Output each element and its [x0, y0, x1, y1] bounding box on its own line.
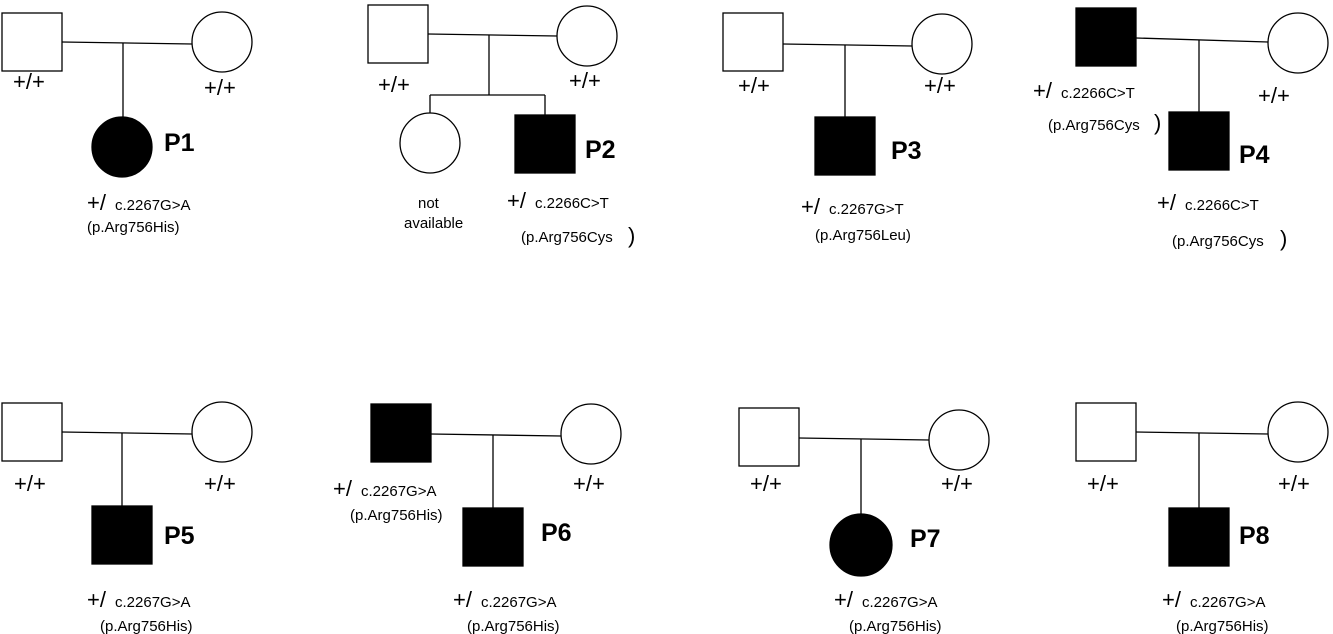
p7-id-label: P7	[910, 525, 941, 553]
p5-variant: c.2267G>A	[115, 594, 190, 611]
p2-father-square	[367, 4, 429, 64]
p7-mother-circle	[928, 409, 990, 471]
p3-mating-line	[782, 43, 913, 47]
p1-variant: c.2267G>A	[115, 197, 190, 214]
p2-protein-paren: )	[628, 223, 635, 248]
pedigree-p1: +/+ +/+ P1 +/ c.2267G>A (p.Arg756His)	[1, 11, 253, 236]
pedigree-p5: +/+ +/+ P5 +/ c.2267G>A (p.Arg756His)	[1, 401, 253, 634]
p6-id-label: P6	[541, 519, 572, 547]
p7-father-genotype: +/+	[750, 471, 782, 496]
p5-mother-circle	[191, 401, 253, 463]
p4-mating-line	[1135, 37, 1269, 43]
p3-proband-square	[814, 116, 876, 176]
pedigree-p3: +/+ +/+ P3 +/ c.2267G>T (p.Arg756Leu)	[722, 12, 973, 244]
p1-father-square	[1, 12, 63, 72]
p3-variant: c.2267G>T	[829, 201, 904, 218]
p2-proband-square	[514, 114, 576, 174]
p1-genotype-prefix: +/	[87, 190, 107, 215]
p3-mother-genotype: +/+	[924, 73, 956, 98]
p4-father-genotype-prefix: +/	[1033, 78, 1053, 103]
p6-mating-line	[430, 433, 562, 437]
p2-protein: (p.Arg756Cys	[521, 229, 613, 246]
p1-mating-line	[61, 41, 193, 45]
p4-father-variant: c.2266C>T	[1061, 85, 1135, 102]
p4-father-square	[1075, 7, 1137, 67]
p2-sibling-note-1: not	[418, 195, 440, 212]
p8-proband-square	[1168, 507, 1230, 567]
p3-protein: (p.Arg756Leu)	[815, 227, 911, 244]
p5-protein: (p.Arg756His)	[100, 618, 193, 634]
p3-mother-circle	[911, 13, 973, 75]
p2-variant: c.2266C>T	[535, 195, 609, 212]
p5-genotype-prefix: +/	[87, 587, 107, 612]
p1-mother-circle	[191, 11, 253, 73]
p1-id-label: P1	[164, 129, 195, 157]
p1-mother-genotype: +/+	[204, 75, 236, 100]
p4-mother-circle	[1267, 12, 1329, 74]
p4-genotype-prefix: +/	[1157, 190, 1177, 215]
p7-mating-line	[798, 437, 930, 441]
p1-protein: (p.Arg756His)	[87, 219, 180, 236]
pedigree-p4: +/ c.2266C>T (p.Arg756Cys ) +/+ P4 +/ c.…	[1033, 7, 1329, 251]
p8-protein: (p.Arg756His)	[1176, 618, 1269, 634]
p2-sibling-note-2: available	[404, 215, 463, 232]
p5-father-genotype: +/+	[14, 471, 46, 496]
p7-genotype-prefix: +/	[834, 587, 854, 612]
p6-father-variant: c.2267G>A	[361, 483, 436, 500]
p8-genotype-prefix: +/	[1162, 587, 1182, 612]
pedigree-p6: +/ c.2267G>A (p.Arg756His) +/+ P6 +/ c.2…	[333, 403, 622, 634]
p7-mother-genotype: +/+	[941, 471, 973, 496]
p5-mother-genotype: +/+	[204, 471, 236, 496]
p8-father-square	[1075, 402, 1137, 462]
p4-father-protein-paren: )	[1154, 110, 1161, 135]
p5-id-label: P5	[164, 522, 195, 550]
p3-father-square	[722, 12, 784, 72]
p4-proband-square	[1168, 111, 1230, 171]
p6-father-square	[370, 403, 432, 463]
p5-mating-line	[61, 431, 193, 435]
p2-father-genotype: +/+	[378, 72, 410, 97]
p3-genotype-prefix: +/	[801, 194, 821, 219]
p4-mother-genotype: +/+	[1258, 83, 1290, 108]
p6-genotype-prefix: +/	[453, 587, 473, 612]
p7-protein: (p.Arg756His)	[849, 618, 942, 634]
p7-proband-circle	[829, 513, 893, 577]
pedigree-p7: +/+ +/+ P7 +/ c.2267G>A (p.Arg756His)	[738, 407, 990, 634]
p8-variant: c.2267G>A	[1190, 594, 1265, 611]
p1-father-genotype: +/+	[13, 69, 45, 94]
p8-mother-circle	[1267, 401, 1329, 463]
p4-protein: (p.Arg756Cys	[1172, 233, 1264, 250]
p4-father-protein: (p.Arg756Cys	[1048, 117, 1140, 134]
p2-genotype-prefix: +/	[507, 188, 527, 213]
p6-protein: (p.Arg756His)	[467, 618, 560, 634]
p8-mating-line	[1135, 431, 1269, 435]
p4-id-label: P4	[1239, 141, 1270, 169]
p1-proband-circle	[91, 116, 153, 178]
p5-proband-square	[91, 505, 153, 565]
p6-father-genotype-prefix: +/	[333, 476, 353, 501]
p8-id-label: P8	[1239, 522, 1270, 550]
p4-variant: c.2266C>T	[1185, 197, 1259, 214]
p4-protein-paren: )	[1280, 226, 1287, 251]
p8-mother-genotype: +/+	[1278, 471, 1310, 496]
p5-father-square	[1, 402, 63, 462]
p2-id-label: P2	[585, 136, 616, 164]
p6-father-protein: (p.Arg756His)	[350, 507, 443, 524]
p8-father-genotype: +/+	[1087, 471, 1119, 496]
p3-id-label: P3	[891, 137, 922, 165]
p6-proband-square	[462, 507, 524, 567]
p7-father-square	[738, 407, 800, 467]
p3-father-genotype: +/+	[738, 73, 770, 98]
pedigree-p8: +/+ +/+ P8 +/ c.2267G>A (p.Arg756His)	[1075, 401, 1329, 634]
p2-mother-genotype: +/+	[569, 68, 601, 93]
p6-mother-circle	[560, 403, 622, 465]
p7-variant: c.2267G>A	[862, 594, 937, 611]
p2-sibling-circle	[399, 112, 461, 174]
p6-mother-genotype: +/+	[573, 471, 605, 496]
p2-mating-line	[427, 33, 558, 37]
pedigree-p2: +/+ +/+ P2 not available +/ c.2266C>T (p…	[367, 4, 635, 248]
p6-variant: c.2267G>A	[481, 594, 556, 611]
p2-mother-circle	[556, 5, 618, 67]
